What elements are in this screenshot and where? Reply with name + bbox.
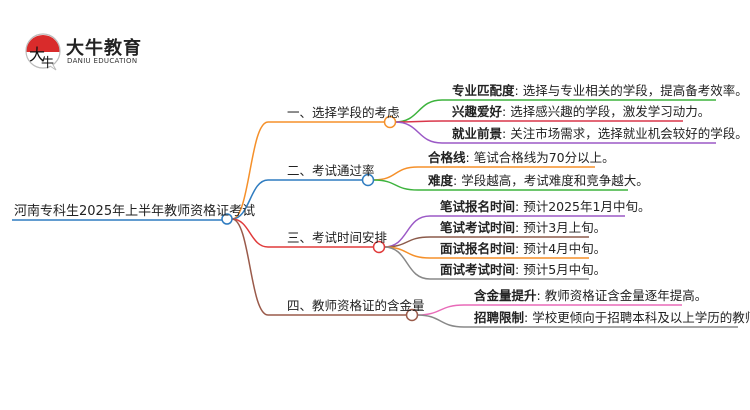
leaf-key: 含金量提升	[474, 288, 537, 303]
leaf-text: : 预计3月上旬。	[515, 220, 607, 235]
root-toggle-icon	[221, 213, 233, 225]
leaf-edge	[394, 120, 683, 123]
leaf-edge	[383, 215, 625, 248]
branch-node[interactable]: 二、考试通过率	[287, 163, 375, 178]
brand-name: 大牛教育	[66, 38, 142, 59]
leaf-node[interactable]: 合格线: 笔试合格线为70分以上。	[428, 150, 615, 166]
leaf-key: 面试考试时间	[440, 262, 516, 277]
logo-icon: 大 牛	[22, 30, 64, 76]
leaf-text: : 笔试合格线为70分以上。	[465, 150, 615, 165]
leaf-key: 专业匹配度	[452, 83, 515, 98]
leaf-key: 难度	[428, 173, 454, 188]
leaf-edge	[394, 121, 716, 144]
leaf-node[interactable]: 含金量提升: 教师资格证含金量逐年提高。	[474, 288, 707, 304]
branch-edge	[231, 179, 363, 220]
leaf-key: 招聘限制	[474, 310, 525, 325]
branch-edge	[231, 121, 385, 220]
leaf-node[interactable]: 笔试考试时间: 预计3月上旬。	[440, 220, 606, 236]
leaf-node[interactable]: 就业前景: 关注市场需求，选择就业机会较好的学段。	[452, 126, 748, 142]
leaf-text: : 预计2025年1月中旬。	[515, 199, 651, 214]
collapse-toggle-icon	[383, 115, 397, 129]
leaf-edge	[383, 246, 589, 280]
leaf-node[interactable]: 兴趣爱好: 选择感兴趣的学段，激发学习动力。	[452, 104, 710, 120]
leaf-node[interactable]: 专业匹配度: 选择与专业相关的学段，提高备考效率。	[452, 83, 748, 99]
branch-node[interactable]: 一、选择学段的考虑	[287, 105, 400, 120]
leaf-text: : 选择与专业相关的学段，提高备考效率。	[514, 83, 748, 98]
branch-node[interactable]: 三、考试时间安排	[287, 230, 388, 245]
leaf-node[interactable]: 难度: 学段越高，考试难度和竞争越大。	[428, 173, 649, 189]
branch-node[interactable]: 四、教师资格证的含金量	[287, 298, 425, 313]
collapse-toggle-icon	[372, 240, 386, 254]
leaf-node[interactable]: 笔试报名时间: 预计2025年1月中旬。	[440, 199, 650, 215]
root-node[interactable]: 河南专科生2025年上半年教师资格证考试	[14, 204, 256, 219]
collapse-toggle-icon	[405, 308, 419, 322]
leaf-text: : 预计4月中旬。	[515, 241, 607, 256]
leaf-text: : 关注市场需求，选择就业机会较好的学段。	[502, 126, 748, 141]
leaf-text: : 选择感兴趣的学段，激发学习动力。	[502, 104, 711, 119]
leaf-key: 面试报名时间	[440, 241, 516, 256]
leaf-text: : 教师资格证含金量逐年提高。	[536, 288, 708, 303]
leaf-edge	[416, 314, 738, 328]
leaf-text: : 学校更倾向于招聘本科及以上学历的教师。	[524, 310, 750, 325]
branch-edge	[231, 218, 407, 316]
leaf-text: : 学段越高，考试难度和竞争越大。	[453, 173, 649, 188]
svg-text:牛: 牛	[41, 56, 54, 71]
svg-text:大: 大	[29, 45, 45, 64]
collapse-toggle-icon	[361, 173, 375, 187]
leaf-key: 笔试考试时间	[440, 220, 516, 235]
leaf-key: 笔试报名时间	[440, 199, 516, 214]
leaf-key: 合格线	[428, 150, 466, 165]
brand-subtitle: DANIU EDUCATION	[67, 57, 138, 65]
leaf-node[interactable]: 面试报名时间: 预计4月中旬。	[440, 241, 606, 257]
leaf-edge	[372, 166, 595, 181]
leaf-text: : 预计5月中旬。	[515, 262, 607, 277]
leaf-node[interactable]: 面试考试时间: 预计5月中旬。	[440, 262, 606, 278]
leaf-key: 就业前景	[452, 126, 503, 141]
leaf-edge	[372, 179, 628, 191]
branch-edge	[231, 218, 374, 248]
leaf-key: 兴趣爱好	[452, 104, 503, 119]
leaf-node[interactable]: 招聘限制: 学校更倾向于招聘本科及以上学历的教师。	[474, 310, 750, 326]
